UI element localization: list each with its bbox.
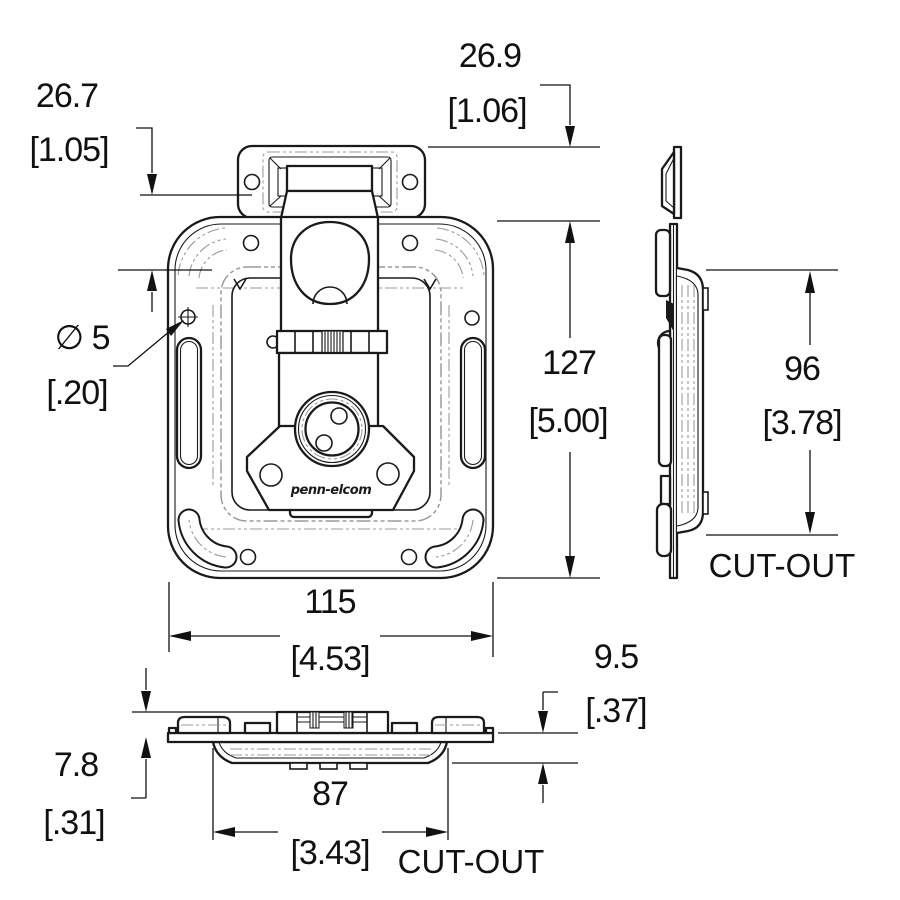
- spring-coil: [321, 330, 344, 354]
- mount-hole-bottom-left: [239, 548, 257, 566]
- dim-depth-mm: 9.5: [594, 638, 638, 676]
- catch-hole-left: [259, 463, 283, 487]
- rivet-hole-right: [464, 310, 480, 326]
- dim-offset-left: 26.7 [1.05]: [29, 77, 252, 312]
- dim-hole-dia: ∅ 5 [.20]: [46, 319, 184, 412]
- corner-slot-top-right: [434, 227, 485, 279]
- dim-offset-top-mm: 26.9: [459, 37, 521, 75]
- latch-arm: [279, 164, 380, 334]
- catch-plate: [245, 424, 416, 512]
- bottom-view: [166, 710, 495, 770]
- cam-knob: [293, 390, 371, 468]
- dim-protrusion-mm: 7.8: [54, 746, 98, 784]
- dim-width-inch: [4.53]: [290, 640, 369, 678]
- dim-hole-dia-mm: ∅ 5: [55, 319, 110, 357]
- dimensions: 26.7 [1.05] 26.9 [1.06] 127 [5.00] 96 [3…: [29, 37, 855, 880]
- side-slot-right: [459, 336, 487, 470]
- side-latch-parts: [654, 228, 674, 558]
- dim-height: 127 [5.00]: [497, 220, 609, 579]
- dim-protrusion-inch: [.31]: [43, 804, 104, 842]
- dim-cutout-width: 87 [3.43] CUT-OUT: [212, 748, 545, 880]
- dim-cutout-width-mm: 87: [312, 775, 348, 813]
- cutout-label-bottom: CUT-OUT: [398, 843, 545, 880]
- finger-hole: [289, 220, 371, 306]
- dim-offset-top: 26.9 [1.06]: [428, 37, 600, 148]
- corner-slot-bottom-left: [177, 508, 238, 569]
- dim-hole-dia-inch: [.20]: [46, 374, 107, 412]
- strike-hole-left: [243, 173, 261, 191]
- corner-slot-bottom-right: [424, 508, 485, 569]
- strike-hole-right: [401, 173, 419, 191]
- dim-cutout-width-inch: [3.43]: [290, 834, 369, 872]
- side-body: [668, 222, 709, 580]
- dim-width: 115 [4.53]: [168, 582, 494, 678]
- dim-offset-left-inch: [1.05]: [29, 131, 108, 169]
- dim-depth-inch: [.37]: [585, 692, 646, 730]
- rivet-hole-5mm: [178, 307, 198, 327]
- dim-height-mm: 127: [542, 344, 596, 382]
- dim-height-inch: [5.00]: [528, 402, 607, 440]
- cutout-label-side: CUT-OUT: [709, 547, 856, 584]
- dim-cutout-height-inch: [3.78]: [762, 404, 841, 442]
- dim-depth: 9.5 [.37]: [452, 638, 648, 803]
- dim-offset-top-inch: [1.06]: [447, 92, 526, 130]
- mount-hole-top-right: [401, 234, 419, 252]
- dim-cutout-height-mm: 96: [784, 350, 820, 388]
- catch-hole-right: [376, 462, 400, 486]
- mount-hole-bottom-right: [400, 548, 418, 566]
- brand-logo: penn-elcom: [290, 483, 371, 498]
- bottom-bump-right: [430, 715, 486, 735]
- side-slot-left: [175, 336, 203, 470]
- side-dish: [676, 266, 705, 535]
- catch-assembly: penn-elcom: [245, 351, 416, 519]
- front-view: penn-elcom: [166, 144, 495, 580]
- bottom-plate: [166, 731, 495, 744]
- dim-offset-left-mm: 26.7: [36, 77, 98, 115]
- dim-protrusion: 7.8 [.31]: [43, 668, 280, 842]
- bottom-dish: [211, 740, 449, 770]
- bottom-center-structure: [243, 710, 419, 735]
- bottom-bump-left: [176, 715, 232, 735]
- side-view: [654, 145, 709, 580]
- mount-hole-top-left: [242, 234, 260, 252]
- side-strike-plate: [660, 145, 683, 220]
- dim-cutout-height: 96 [3.78] CUT-OUT: [706, 269, 856, 584]
- dim-width-mm: 115: [304, 583, 355, 621]
